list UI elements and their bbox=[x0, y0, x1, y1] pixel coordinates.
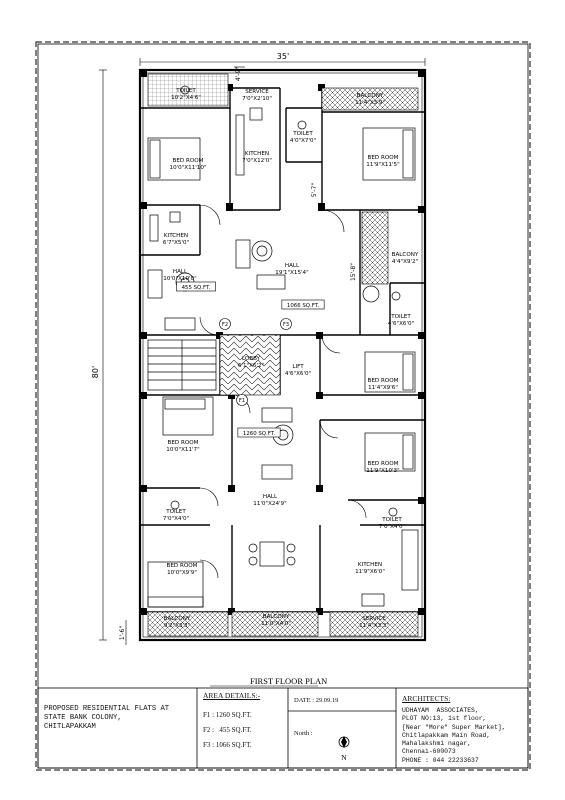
room-name-label: TOILET bbox=[390, 314, 411, 320]
room-size-label: 11'4"X9'6" bbox=[368, 385, 398, 391]
room-size-label: 11'4"X3'3" bbox=[359, 623, 389, 629]
room-name-label: TOILET bbox=[292, 131, 313, 137]
room-name-label: BED ROOM bbox=[368, 378, 399, 384]
building-walls bbox=[138, 68, 427, 642]
room-size-label: 10'0"X10'0" bbox=[163, 276, 197, 282]
dim-top-small-label: 4'-9" bbox=[235, 67, 242, 81]
flat-tag-label: F3 bbox=[283, 322, 289, 328]
dim-height-label: 80' bbox=[91, 366, 100, 378]
room-size-label: 11'4"X3'9" bbox=[355, 100, 385, 106]
room-size-label: 7'0"X4'0" bbox=[379, 524, 406, 530]
room-name-label: BALCONY bbox=[357, 93, 384, 99]
room-name-label: TOILET bbox=[381, 517, 402, 523]
date-label: DATE : 29.09.19 bbox=[294, 697, 339, 704]
room-name-label: SERVICE bbox=[362, 616, 386, 622]
room-name-label: BED ROOM bbox=[168, 440, 199, 446]
plan-title: FIRST FLOOR PLAN bbox=[250, 676, 327, 686]
room-name-label: TOILET bbox=[165, 509, 186, 515]
room-size-label: 10'0"X11'10" bbox=[170, 165, 207, 171]
room-size-label: 11'0"X4'0" bbox=[261, 621, 291, 627]
room-name-label: KITCHEN bbox=[245, 151, 269, 157]
room-size-label: 7'0"X4'0" bbox=[163, 516, 190, 522]
room-name-label: KITCHEN bbox=[358, 562, 382, 568]
area-row-f3: F3 : 1066 SQ.FT. bbox=[203, 741, 252, 749]
room-name-label: BALCONY bbox=[392, 252, 419, 258]
room-name-label: BALCONY bbox=[164, 616, 191, 622]
area-row-f1: F1 : 1260 SQ.FT. bbox=[203, 711, 252, 719]
area-tag-box bbox=[281, 299, 325, 310]
room-name-label: BED ROOM bbox=[368, 155, 399, 161]
room-name-label: HALL bbox=[263, 494, 278, 500]
room-name-label: BED ROOM bbox=[173, 158, 204, 164]
room-name-label: BED ROOM bbox=[368, 461, 399, 467]
area-row-f2: F2 : 455 SQ.FT. bbox=[203, 726, 252, 734]
structural-columns bbox=[140, 70, 425, 615]
furniture bbox=[147, 85, 419, 608]
dim-bottom-small-label: 1'-6" bbox=[119, 626, 126, 640]
dim-kitchen-gap-label: 5'-7" bbox=[311, 183, 318, 197]
flat-tag-circle bbox=[280, 318, 292, 330]
room-size-label: 11'9"X10'3" bbox=[366, 468, 400, 474]
room-size-label: 4'6"X6'0" bbox=[285, 371, 312, 377]
room-size-label: 10'0"X9'9" bbox=[167, 570, 197, 576]
room-name-label: HALL bbox=[173, 269, 188, 275]
sheet-border-inner bbox=[37, 43, 529, 769]
room-name-label: LOBBY bbox=[242, 356, 261, 362]
room-name-label: KITCHEN bbox=[164, 233, 188, 239]
area-tag-box bbox=[176, 281, 216, 292]
room-size-label: 19'1"X15'4" bbox=[275, 270, 309, 276]
floor-patterns bbox=[147, 73, 419, 637]
room-size-label: 4'0"X7'0" bbox=[290, 138, 317, 144]
room-size-label: 9'2"X3'3" bbox=[164, 623, 191, 629]
room-name-label: BALCONY bbox=[263, 614, 290, 620]
room-name-label: BED ROOM bbox=[167, 563, 198, 569]
room-name-label: HALL bbox=[285, 263, 300, 269]
north-letter: N bbox=[341, 753, 347, 762]
room-size-label: 10'0"X11'7" bbox=[166, 447, 200, 453]
architects-heading: ARCHITECTS: bbox=[402, 694, 451, 703]
area-tag-label: 455 SQ.FT. bbox=[182, 285, 211, 291]
dimension-lines bbox=[99, 58, 426, 645]
area-tag-box bbox=[237, 427, 281, 438]
area-tag-label: 1260 SQ.FT. bbox=[243, 431, 275, 437]
dim-hall-gap-label: 15'-8" bbox=[350, 263, 357, 281]
flat-tag-label: F1 bbox=[239, 398, 245, 404]
dim-width-label: 35' bbox=[277, 52, 289, 61]
room-size-label: 6'7"X5'0" bbox=[163, 240, 190, 246]
room-size-label: 10'2"X4'6" bbox=[171, 95, 201, 101]
north-label: North : bbox=[294, 730, 313, 737]
room-size-label: 11'9"X6'0" bbox=[355, 569, 385, 575]
area-details-heading: AREA DETAILS:- bbox=[203, 691, 261, 700]
architects-details: UDHAYAM ASSOCIATES, PLOT NO:13, 1st floo… bbox=[402, 707, 506, 764]
flat-tag-circle bbox=[236, 394, 248, 406]
north-arrow-icon bbox=[338, 736, 350, 748]
flat-tag-label: F2 bbox=[222, 322, 228, 328]
room-size-label: 7'0"X2'10" bbox=[242, 96, 272, 102]
flat-tag-circle bbox=[219, 318, 231, 330]
room-size-label: 11'0"X24'9" bbox=[253, 501, 287, 507]
room-size-label: 4'4"X9'2" bbox=[392, 259, 419, 265]
room-name-label: LIFT bbox=[292, 364, 304, 370]
room-size-label: 6'1"X6'2" bbox=[238, 363, 265, 369]
area-tag-label: 1066 SQ.FT. bbox=[287, 303, 319, 309]
project-description: PROPOSED RESIDENTIAL FLATS AT STATE BANK… bbox=[44, 705, 170, 731]
room-size-label: 11'9"X11'5" bbox=[366, 162, 400, 168]
room-name-label: TOILET bbox=[175, 88, 196, 94]
room-size-label: 4'6"X6'0" bbox=[388, 321, 415, 327]
room-size-label: 7'0"X12'0" bbox=[242, 158, 272, 164]
room-name-label: SERVICE bbox=[245, 89, 269, 95]
title-block bbox=[37, 687, 529, 769]
sheet-border-outer bbox=[35, 41, 531, 771]
